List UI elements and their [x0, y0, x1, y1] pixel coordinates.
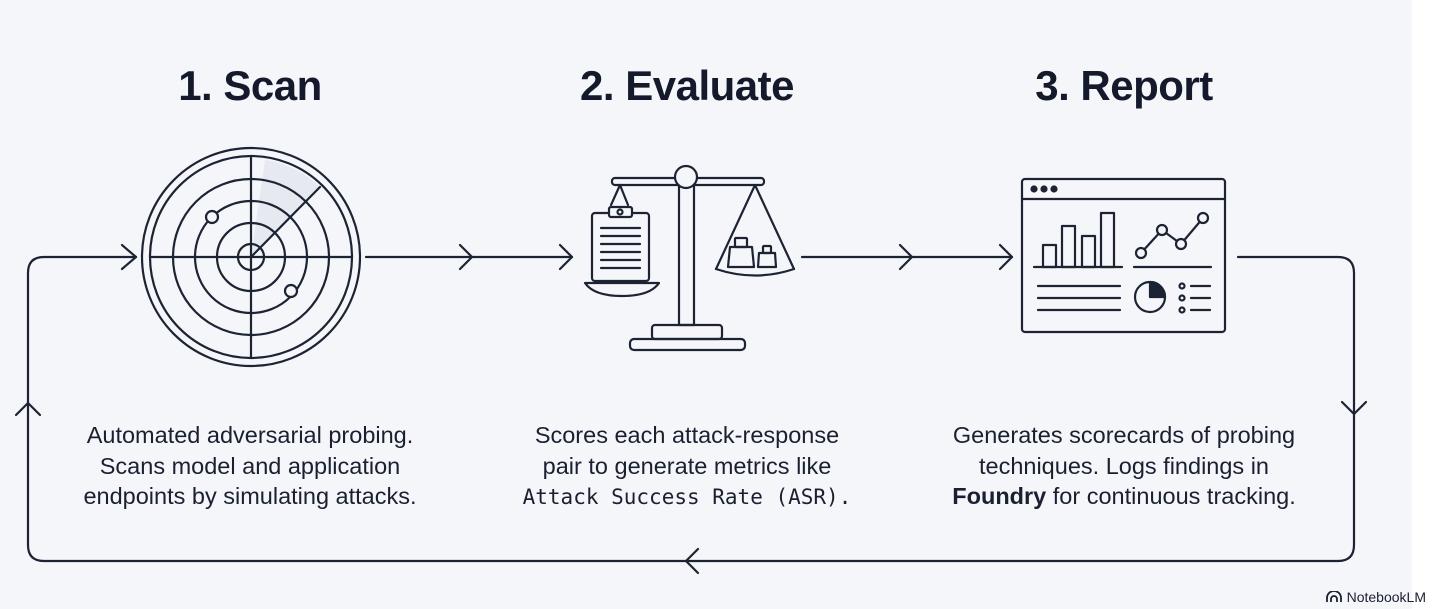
- notebooklm-logo-icon: [1325, 591, 1342, 602]
- balance-scale-icon: [583, 164, 796, 352]
- report-desc-line: Generates scorecards of probing: [952, 422, 1296, 448]
- notebooklm-brand: NotebookLM: [1325, 589, 1426, 605]
- report-desc-rest: for continuous tracking.: [1046, 483, 1296, 509]
- arrow-mid-1: [458, 243, 474, 271]
- arrow-up-left: [14, 401, 42, 417]
- arrow-left-bottom: [684, 547, 700, 575]
- evaluate-desc-line: Scores each attack-response: [534, 422, 840, 448]
- scan-desc-line: endpoints by simulating attacks.: [83, 483, 417, 509]
- step-scan-description: Automated adversarial probing. Scans mod…: [30, 420, 470, 512]
- page-edge: [1412, 0, 1456, 609]
- foundry-label: Foundry: [952, 483, 1047, 509]
- arrow-mid-2: [898, 243, 914, 271]
- report-desc-line: techniques. Logs findings in: [978, 452, 1270, 479]
- arrow-into-scan: [120, 243, 138, 271]
- arrow-into-report: [998, 243, 1014, 271]
- brand-label: NotebookLM: [1346, 589, 1426, 605]
- report-desc-line-3: Foundry for continuous tracking.: [904, 481, 1344, 512]
- evaluate-desc-line-3: Attack Success Rate (ASR).: [467, 481, 907, 513]
- step-scan-title: 1. Scan: [178, 62, 322, 109]
- cycle-loop-line: [26, 255, 1356, 563]
- evaluate-desc-line: pair to generate metrics like: [542, 452, 832, 479]
- scan-desc-line: Automated adversarial probing.: [86, 422, 414, 448]
- step-report-description: Generates scorecards of probing techniqu…: [904, 420, 1344, 512]
- step-evaluate-title: 2. Evaluate: [580, 62, 794, 109]
- asr-metric-name: Attack Success Rate (ASR): [522, 485, 839, 509]
- arrow-down-right: [1340, 400, 1368, 416]
- dashboard-report-icon: [1020, 177, 1227, 334]
- evaluate-desc-period: .: [838, 485, 852, 509]
- arrow-into-evaluate: [558, 243, 574, 271]
- step-evaluate-description: Scores each attack-response pair to gene…: [467, 420, 907, 513]
- radar-icon: [140, 146, 362, 368]
- scan-desc-line: Scans model and application: [99, 452, 401, 479]
- step-report-title: 3. Report: [1035, 62, 1213, 109]
